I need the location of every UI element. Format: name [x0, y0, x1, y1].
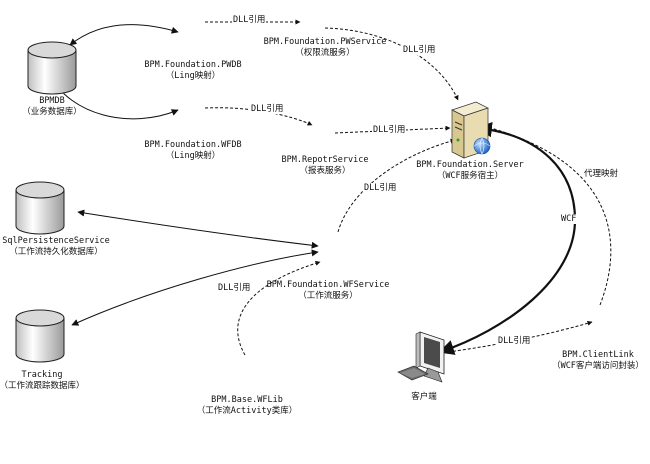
server-label: BPM.Foundation.Server （WCF服务宿主） — [416, 160, 523, 182]
pwservice-desc: （权限流服务） — [295, 48, 355, 58]
edge-label-report-server: DLL引用 — [372, 125, 407, 135]
wfservice-label: BPM.Foundation.WFService （工作流服务） — [267, 280, 390, 302]
bpmdb-label: BPMDB （业务数据库） — [22, 96, 82, 118]
wfdb-name: BPM.Foundation.WFDB — [144, 140, 242, 150]
tracking-label: Tracking （工作流跟踪数据库） — [0, 370, 85, 392]
edge-label-wfservice-server: DLL引用 — [363, 183, 398, 193]
wflib-desc: （工作流Activity类库） — [196, 406, 298, 416]
wfdb-label: BPM.Foundation.WFDB （Ling映射） — [144, 140, 241, 162]
edge-clientlink-server — [479, 123, 612, 306]
wflib-name: BPM.Base.WFLib — [211, 395, 283, 405]
sqlpersist-name: SqlPersistenceService — [2, 236, 110, 246]
pwdb-label: BPM.Foundation.PWDB （Ling映射） — [144, 60, 241, 82]
clientlink-label: BPM.ClientLink （WCF客户端访问封装） — [552, 350, 644, 372]
reportservice-name: BPM.RepotrService — [281, 155, 369, 165]
edge-label-proxy: 代理映射 — [583, 169, 620, 179]
clientlink-name: BPM.ClientLink — [562, 350, 634, 360]
reportservice-desc: （报表服务） — [299, 166, 351, 176]
sqlpersist-label: SqlPersistenceService （工作流持久化数据库） — [2, 236, 109, 258]
edge-label-pwdb-pwservice: DLL引用 — [232, 15, 267, 25]
wfdb-desc: （Ling映射） — [165, 151, 221, 161]
wfservice-desc: （工作流服务） — [298, 291, 358, 301]
bpmdb-desc: （业务数据库） — [22, 107, 82, 117]
bpmdb-name: BPMDB — [39, 96, 65, 106]
wflib-label: BPM.Base.WFLib （工作流Activity类库） — [197, 395, 297, 417]
tracking-desc: （工作流跟踪数据库） — [0, 381, 85, 391]
pwdb-desc: （Ling映射） — [165, 71, 221, 81]
edge-label-wcf: WCF — [560, 214, 578, 224]
bpmdb-cylinder-icon — [27, 41, 77, 95]
server-icon — [451, 101, 491, 159]
edge-wfservice-server — [337, 138, 456, 233]
sqlpersist-desc: （工作流持久化数据库） — [9, 247, 103, 257]
sqlpersist-cylinder-icon — [15, 181, 65, 235]
edge-label-client-clientlink: DLL引用 — [497, 336, 532, 346]
server-desc: （WCF服务宿主） — [436, 171, 504, 181]
client-name: 客户端 — [411, 392, 437, 402]
edge-sql-wfservice — [77, 209, 319, 249]
edge-bpmdb-pwdb — [69, 24, 179, 46]
server-name: BPM.Foundation.Server — [416, 160, 524, 170]
edge-label-wflib-wfservice: DLL引用 — [217, 283, 252, 293]
client-computer-icon — [397, 331, 445, 383]
pwservice-label: BPM.Foundation.PWService （权限流服务） — [264, 37, 387, 59]
edge-label-wfdb-report: DLL引用 — [250, 104, 285, 114]
pwservice-name: BPM.Foundation.PWService — [263, 37, 387, 47]
clientlink-desc: （WCF客户端访问封装） — [552, 361, 644, 371]
reportservice-label: BPM.RepotrService （报表服务） — [282, 155, 369, 177]
pwdb-name: BPM.Foundation.PWDB — [144, 60, 242, 70]
tracking-name: Tracking — [21, 370, 63, 380]
client-label: 客户端 — [411, 392, 437, 403]
edge-label-pwservice-server: DLL引用 — [402, 45, 437, 55]
wfservice-name: BPM.Foundation.WFService — [266, 280, 390, 290]
edge-wflib-wfservice — [237, 260, 321, 356]
edge-tracking-wfservice — [71, 249, 319, 326]
tracking-cylinder-icon — [15, 309, 65, 363]
